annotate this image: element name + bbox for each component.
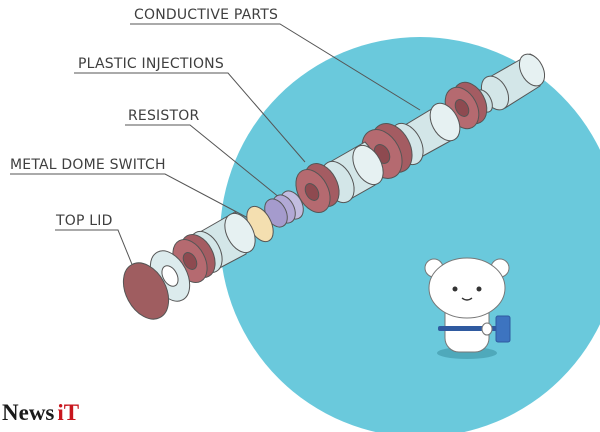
red-plastic-part-4 [172, 234, 216, 283]
leader-resistor [125, 124, 281, 199]
parts-stack [122, 53, 546, 320]
label-plastic-injections: PLASTIC INJECTIONS [78, 56, 224, 72]
logo-word: News [2, 400, 55, 425]
leader-plastic-injections [74, 72, 306, 163]
label-top-lid: TOP LID [56, 213, 113, 229]
bear-mascot [424, 257, 511, 359]
label-metal-dome-switch: METAL DOME SWITCH [10, 157, 166, 173]
label-conductive-parts: CONDUCTIVE PARTS [134, 7, 279, 23]
background-circle [220, 37, 600, 432]
logo-accent: iT [57, 400, 80, 425]
top-lid-part [122, 262, 170, 320]
red-plastic-part-3 [295, 163, 340, 213]
leader-metal-dome-switch [10, 173, 249, 219]
label-resistor: RESISTOR [128, 108, 200, 124]
leader-conductive-parts [130, 23, 421, 111]
leader-lines [10, 23, 421, 285]
